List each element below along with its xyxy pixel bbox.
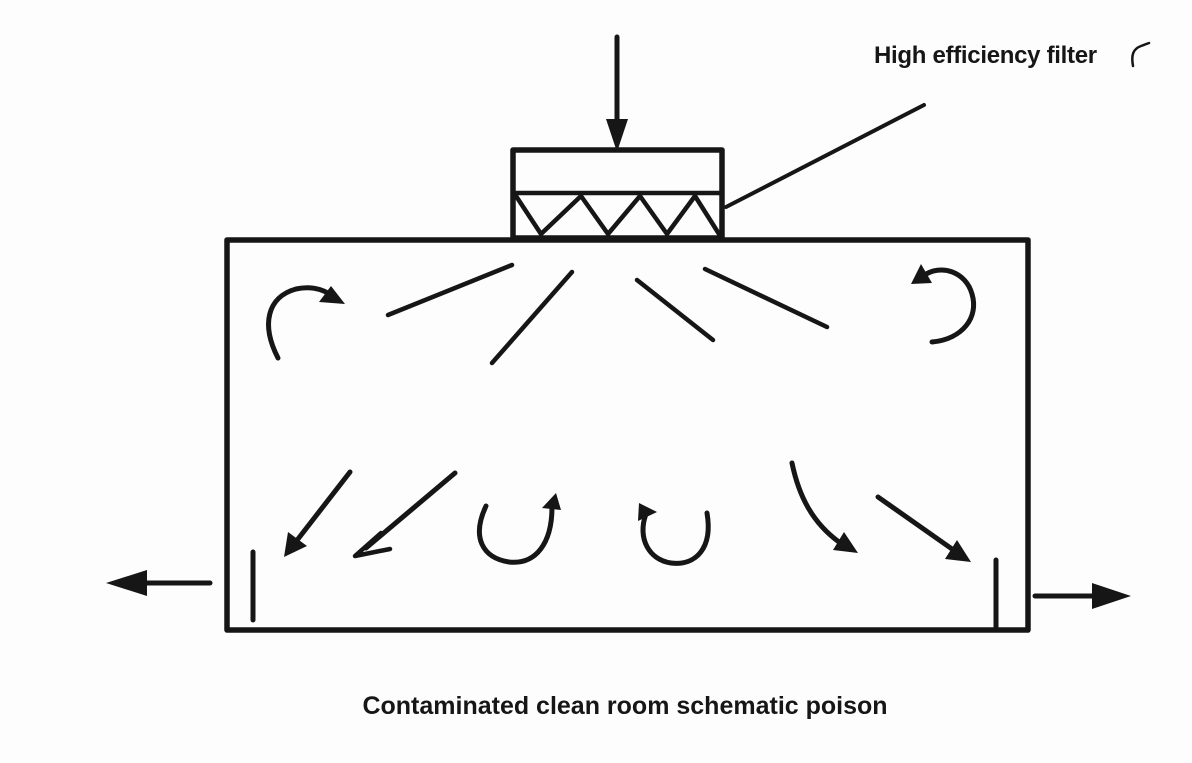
supply-line-right-inner [634, 277, 716, 343]
room-outline [224, 237, 1031, 633]
flow-arrow-bottom-left-1 [284, 469, 353, 557]
exhaust-arrow-right [1032, 583, 1131, 609]
flow-arrow-curved-right [789, 460, 858, 553]
eddy-arrow-top-left [266, 285, 345, 361]
supply-airflow-lines [385, 262, 830, 366]
filter-leader-line [724, 103, 926, 209]
filter-label: High efficiency filter [874, 42, 1097, 69]
eddy-arrow-bottom-middle-right [638, 503, 711, 566]
filter-pleats [513, 193, 722, 237]
hepa-filter [510, 147, 725, 241]
eddy-arrow-bottom-middle-left [476, 493, 561, 565]
supply-line-left-outer [385, 262, 515, 318]
exhaust-arrow-left [106, 570, 213, 596]
flow-arrow-bottom-right [875, 494, 971, 562]
eddy-arrow-top-right [911, 264, 977, 345]
caption: Contaminated clean room schematic poison [362, 692, 888, 720]
supply-line-left-inner [489, 269, 575, 366]
flow-arrow-bottom-left-2 [352, 470, 458, 559]
supply-air-arrow [606, 34, 628, 152]
stray-mark [1131, 41, 1151, 68]
supply-line-right-outer [702, 266, 830, 330]
